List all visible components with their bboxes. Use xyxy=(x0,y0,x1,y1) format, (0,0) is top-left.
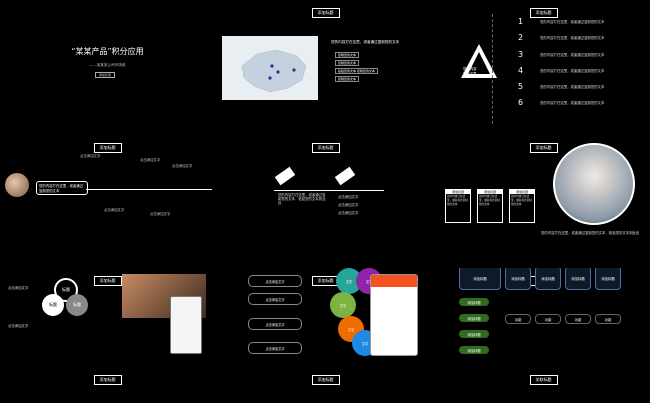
feature-row-2: 点击添加文字 xyxy=(248,293,302,305)
circle-2: 标题 xyxy=(42,294,64,316)
feature-row-1: 点击添加文字 xyxy=(248,275,302,287)
circle-3: 标题 xyxy=(66,294,88,316)
slide-tab-label: 添加标题 xyxy=(529,143,558,153)
card-3-title: 添加标题 xyxy=(510,190,534,194)
slide-timeline: 添加标题 您的内容打在这里，或者通过复制您的文本 点击添加文字 点击添加文字 点… xyxy=(0,135,215,265)
card-1-text: 您的内容打在这里，或者通过复制您的文本 xyxy=(447,195,468,207)
map-item-1: 复制您的文本 xyxy=(335,52,360,58)
table-header-1: 添加标题 xyxy=(459,268,501,290)
triangle-text-2: 打在这里 xyxy=(463,72,477,76)
triangle-text-1: 您的内容 xyxy=(463,67,477,71)
slide-bottom-2: 添加标题 xyxy=(218,373,433,403)
table-row-label-4: 添加标题 xyxy=(459,346,489,354)
card-3-text: 您的内容打在这里，或者通过复制您的文本 xyxy=(511,195,532,207)
table-header-4: 添加标题 xyxy=(565,268,591,290)
table-cell: 功能 xyxy=(565,314,591,324)
photo-caption: 您的内容打在这里，或者通过复制您的文本，粘贴您的文本到此处 xyxy=(541,231,640,235)
step-text-1: 您的内容打在这里，或者通过复制您的文本，粘贴您的文本到此处 xyxy=(278,193,326,206)
slide-map: 添加标题 您的内容打在这里，或者通过复制您的文本 复制您的文本 复制您的文本 粘… xyxy=(218,0,433,132)
table-cell: 功能 xyxy=(505,314,531,324)
card-2-text: 您的内容打在这里，或者通过复制您的文本 xyxy=(479,195,500,207)
circles-label-1: 点击添加文字 xyxy=(8,286,29,290)
circles-label-2: 点击添加文字 xyxy=(8,324,29,328)
slide-tab-label: 添加标题 xyxy=(311,143,340,153)
map-item-4: 复制您的文本 xyxy=(335,76,360,82)
map-graphic xyxy=(241,49,307,93)
dashed-divider xyxy=(492,14,494,124)
step-text-2: 点击添加文字 xyxy=(338,195,359,199)
step-tag-1 xyxy=(274,166,296,186)
timeline-top-1: 点击添加文字 xyxy=(80,154,101,158)
slide-app-features: 添加标题 点击添加文字 点击添加文字 点击添加文字 点击添加文字 文字 文字 文… xyxy=(218,268,433,370)
slide-tab-label: 添加标题 xyxy=(93,143,122,153)
app-phone xyxy=(370,274,418,356)
china-map xyxy=(222,36,318,100)
table-cell: 功能 xyxy=(595,314,621,324)
map-item-2: 复制您的文本 xyxy=(335,60,360,66)
slide-tab-label: 添加标题 xyxy=(311,375,340,385)
table-row-label-2: 添加标题 xyxy=(459,314,489,322)
slide-title-button[interactable]: 添加标题 xyxy=(95,72,116,78)
slide-bottom-1: 添加标题 xyxy=(0,373,215,403)
slide-cards-photo: 添加标题 添加标题 您的内容打在这里，或者通过复制您的文本 添加标题 您的内容打… xyxy=(437,135,650,265)
card-1: 添加标题 您的内容打在这里，或者通过复制您的文本 xyxy=(445,189,471,223)
slide-tab-label: 添加标题 xyxy=(529,8,558,18)
feature-row-3: 点击添加文字 xyxy=(248,318,302,330)
slide-bottom-3: 关联标题 xyxy=(437,373,650,403)
timeline-bottom-1: 点击添加文字 xyxy=(104,208,125,212)
card-3: 添加标题 您的内容打在这里，或者通过复制您的文本 xyxy=(509,189,535,223)
app-header xyxy=(371,275,417,287)
timeline-top-3: 点击添加文字 xyxy=(172,164,193,168)
slide-circles: 添加标题 标题 标题 标题 点击添加文字 点击添加文字 xyxy=(0,268,215,370)
step-tag-2 xyxy=(334,166,356,186)
card-2-title: 添加标题 xyxy=(478,190,502,194)
triangle-icon xyxy=(461,44,497,78)
table-cell: 功能 xyxy=(535,314,561,324)
bubble-2: 文字 xyxy=(330,292,356,318)
table-header-5: 添加标题 xyxy=(595,268,621,290)
slide-title-text: “某某产品”积分应用 xyxy=(71,47,144,56)
slide-table: 添加标题 添加标题 添加标题 添加标题 添加标题 添加标题 添加标题 添加标题 … xyxy=(437,268,650,370)
avatar xyxy=(5,173,29,197)
table-row-label-1: 添加标题 xyxy=(459,298,489,306)
timeline-bottom-2: 点击添加文字 xyxy=(150,212,171,216)
map-item-3: 粘贴您的文本 复制您的文本 xyxy=(335,68,378,74)
card-2: 添加标题 您的内容打在这里，或者通过复制您的文本 xyxy=(477,189,503,223)
card-1-title: 添加标题 xyxy=(446,190,470,194)
slide-tab-label: 关联标题 xyxy=(529,375,558,385)
slide-steps: 添加标题 您的内容打在这里，或者通过复制您的文本，粘贴您的文本到此处 点击添加文… xyxy=(218,135,433,265)
slide-title: “某某产品”积分应用 ——某某某公司市场部 添加标题 xyxy=(0,0,215,132)
timeline-axis xyxy=(86,189,212,190)
step-line xyxy=(274,190,384,191)
slide-tab-label: 添加标题 xyxy=(93,375,122,385)
timeline-bubble: 您的内容打在这里，或者通过复制您的文本 xyxy=(36,181,88,195)
table-row-label-3: 添加标题 xyxy=(459,330,489,338)
slide-numbered-list: 添加标题 您的内容 打在这里 xyxy=(437,0,650,132)
couple-photo xyxy=(553,143,635,225)
table-header-2: 添加标题 xyxy=(505,268,531,290)
feature-row-4: 点击添加文字 xyxy=(248,342,302,354)
step-text-3: 点击添加文字 xyxy=(338,203,359,207)
table-header-3: 添加标题 xyxy=(535,268,561,290)
timeline-top-2: 点击添加文字 xyxy=(140,158,161,162)
slide-subtitle: ——某某某公司市场部 xyxy=(89,63,126,67)
phone-mockup xyxy=(170,296,202,354)
map-heading: 您的内容打在这里，或者通过复制您的文本 xyxy=(331,40,400,44)
slide-tab-label: 添加标题 xyxy=(93,276,122,286)
step-text-4: 点击添加文字 xyxy=(338,211,359,215)
slide-tab-label: 添加标题 xyxy=(311,8,340,18)
